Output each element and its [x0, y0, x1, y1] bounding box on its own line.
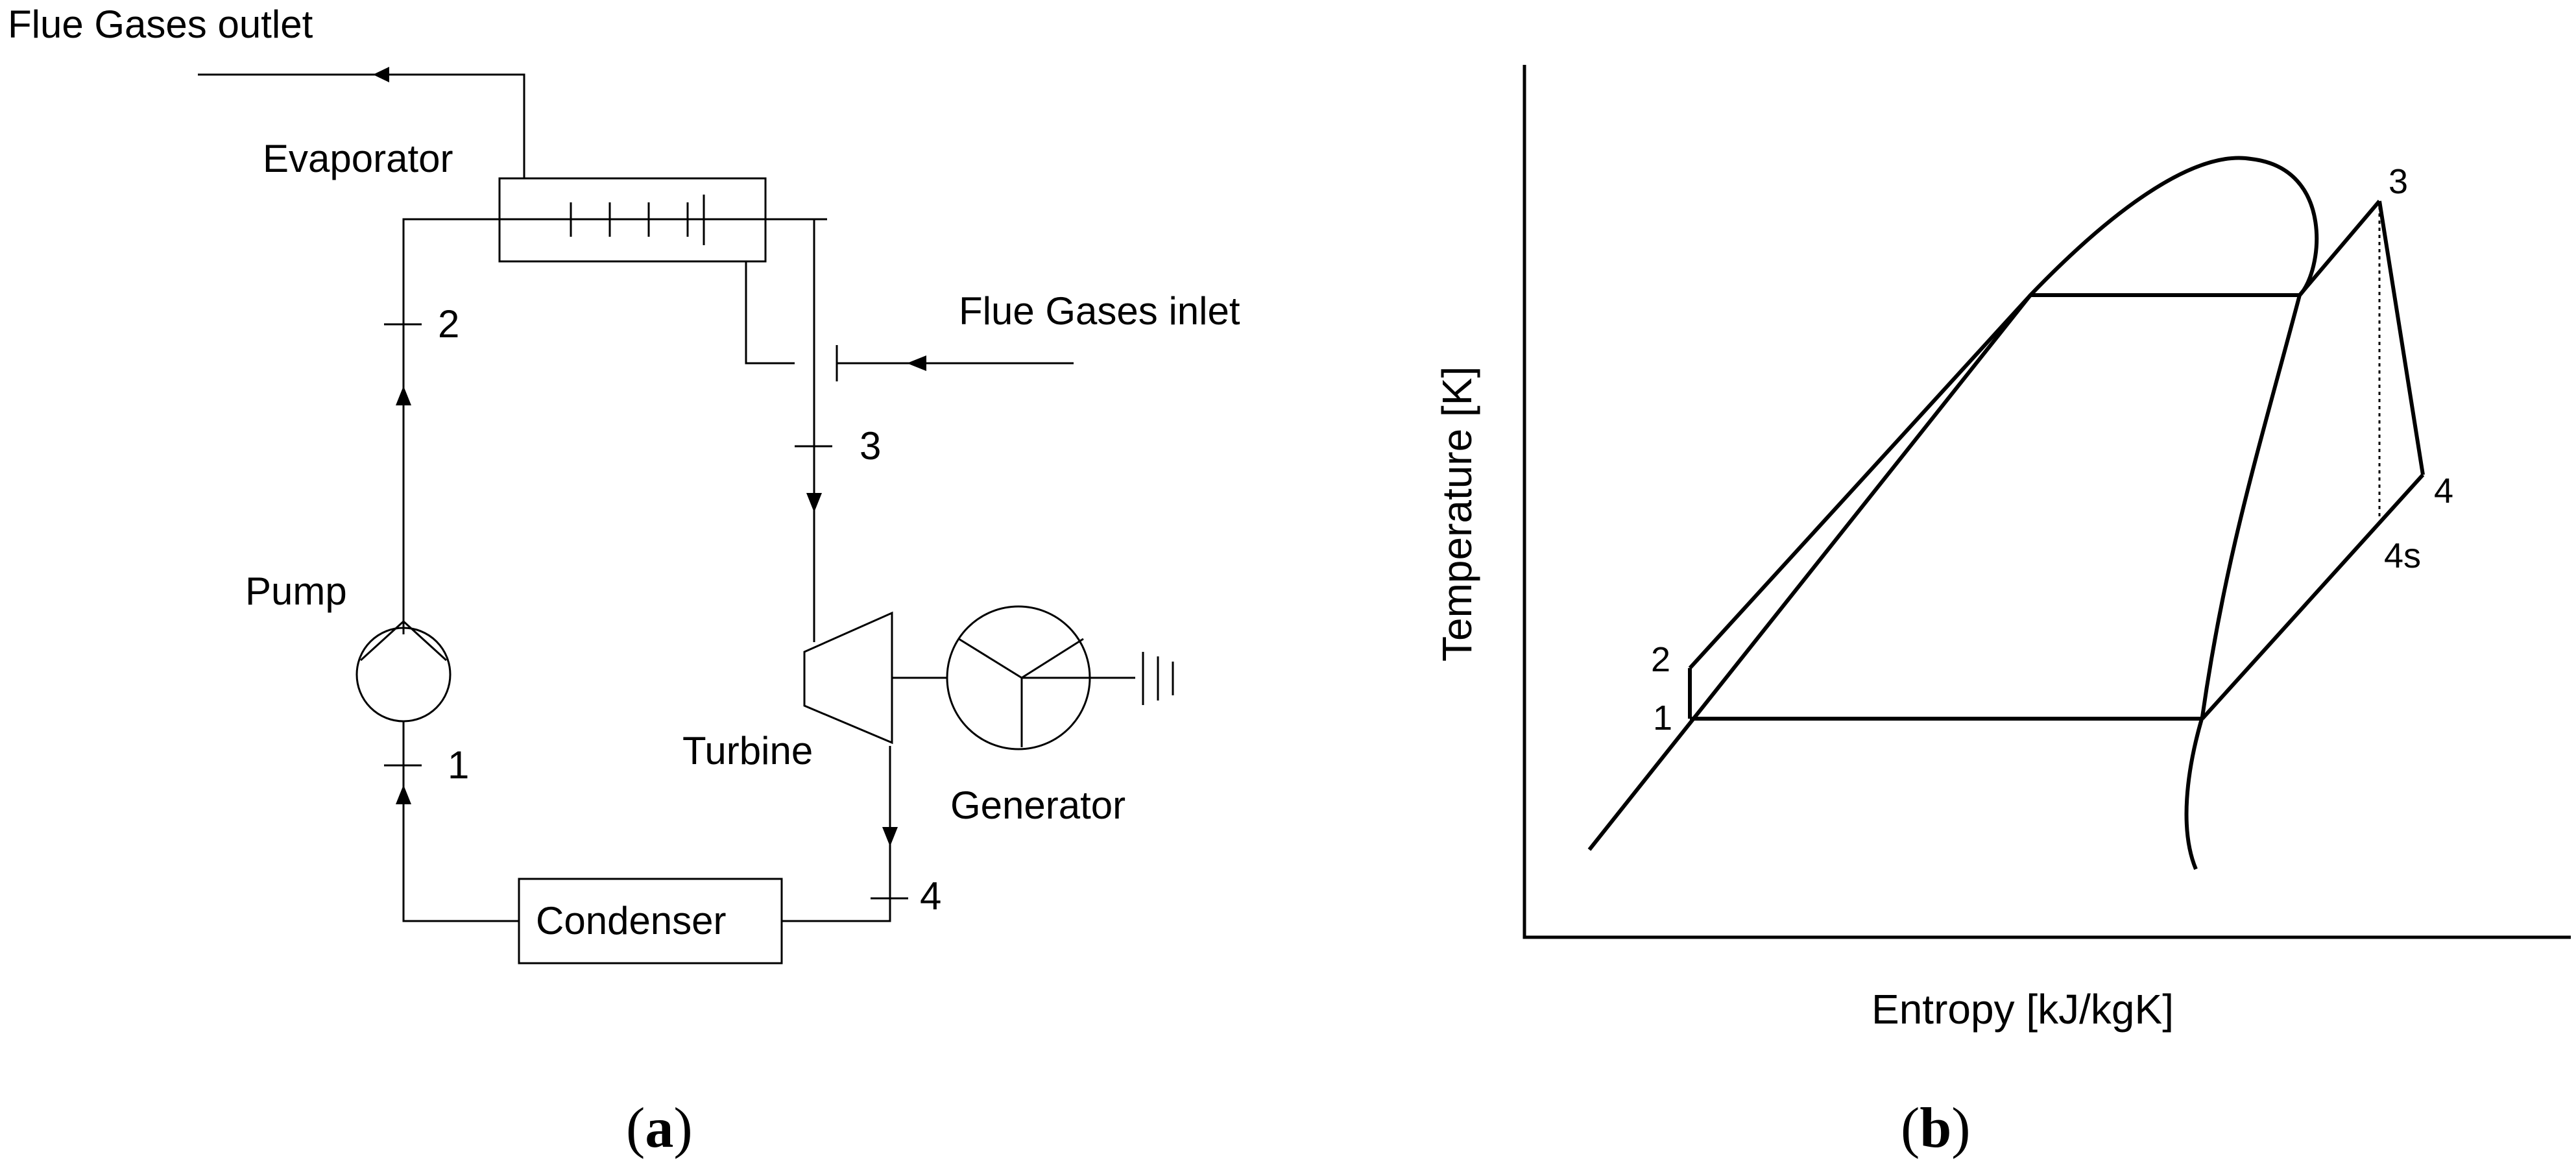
evaporator-label: Evaporator [263, 137, 453, 180]
evaporator-coil [428, 195, 827, 245]
panel-a-labels: Flue Gases outlet Evaporator Flue Gases … [8, 3, 1240, 1160]
ts-state-label-4s: 4s [2384, 536, 2421, 575]
cycle-heating-liquid [1688, 293, 2032, 670]
flow-arrow-1 [396, 785, 411, 804]
generator-label: Generator [950, 784, 1125, 827]
ylabel: Temperature [K] [1434, 366, 1480, 662]
panel-b-ts-diagram [1523, 65, 2571, 939]
flow-arrow-3 [806, 493, 822, 512]
condenser-label: Condenser [536, 899, 727, 942]
pump-chevron [359, 619, 448, 662]
ts-state-label-4: 4 [2434, 472, 2453, 510]
cycle-superheat [2298, 200, 2381, 296]
pump-label: Pump [245, 569, 347, 613]
saturation-dome [1587, 156, 2319, 870]
flue-outlet-pipe [198, 73, 525, 178]
caption-a: (a) [626, 1097, 693, 1160]
turbine-label: Turbine [682, 729, 813, 773]
state-label-3: 3 [860, 424, 881, 468]
flue-gas-duct [745, 261, 795, 365]
xlabel: Entropy [kJ/kgK] [1872, 986, 2174, 1033]
state-label-2: 2 [438, 302, 459, 346]
flue-inlet-arrow [907, 355, 926, 371]
state-label-4: 4 [920, 874, 941, 918]
state-label-1: 1 [448, 743, 469, 787]
ts-state-label-1: 1 [1653, 699, 1672, 737]
flue-inlet-label: Flue Gases inlet [959, 289, 1240, 333]
cycle-desuperheat [2200, 473, 2425, 721]
ts-axes [1523, 65, 2571, 939]
flue-outlet-arrow [373, 67, 389, 82]
caption-b: (b) [1901, 1097, 1971, 1160]
turbine-symbol [803, 611, 893, 745]
panel-b-labels: Temperature [K] Entropy [kJ/kgK] 3 4 4s … [1434, 162, 2453, 1160]
cycle-expansion [2377, 200, 2425, 475]
flue-outlet-label: Flue Gases outlet [8, 3, 313, 46]
pipe-evaporator-to-pump [402, 218, 428, 634]
ts-state-label-2: 2 [1651, 640, 1670, 679]
flow-arrow-4 [882, 827, 898, 846]
flow-arrow-2 [396, 386, 411, 405]
ts-state-label-3: 3 [2389, 162, 2408, 201]
pump-symbol [355, 627, 451, 723]
panel-a-schematic [198, 67, 1174, 964]
pipe-turbine-to-condenser [782, 746, 891, 922]
ground-icon [1142, 652, 1174, 705]
